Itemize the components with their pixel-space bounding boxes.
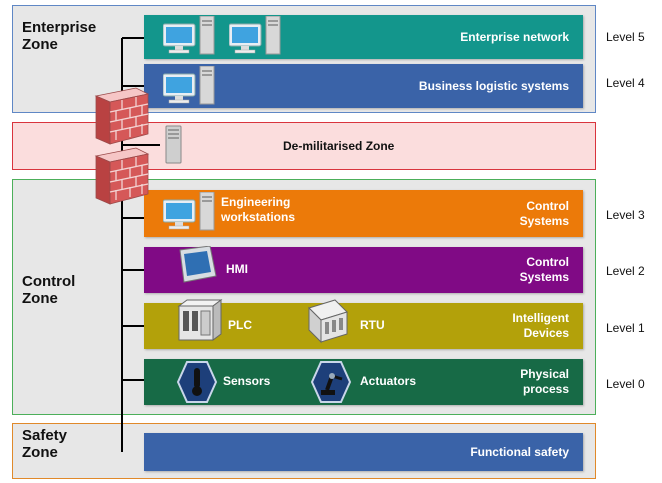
control-systems-label: Control Systems <box>519 255 569 284</box>
firewall-icon <box>94 87 150 145</box>
actuators-label: Actuators <box>360 374 417 388</box>
hmi-panel-icon <box>179 246 217 283</box>
server-icon <box>165 125 182 164</box>
physical-process-label: Physical process <box>520 367 569 396</box>
desktop-computer-icon <box>229 16 281 55</box>
enterprise-zone-label: Enterprise Zone <box>22 19 97 53</box>
level-1-label: Level 1 <box>606 321 645 335</box>
sensor-icon <box>176 361 218 403</box>
desktop-computer-icon <box>163 66 215 105</box>
functional-safety-band: Functional safety <box>144 433 583 471</box>
level-2-label: Level 2 <box>606 264 645 278</box>
engineering-workstations-label: Engineering workstations <box>221 195 296 224</box>
sensors-label: Sensors <box>223 374 271 388</box>
enterprise-network-band: Enterprise network <box>144 15 583 59</box>
control-systems-label: Control Systems <box>519 199 569 228</box>
physical-process-band: Sensors Actuators Physical process <box>144 359 583 405</box>
engineering-band: Engineering workstations Control Systems <box>144 190 583 237</box>
functional-safety-label: Functional safety <box>470 445 569 459</box>
desktop-computer-icon <box>163 192 215 231</box>
plc-label: PLC <box>228 318 252 332</box>
desktop-computer-icon <box>163 16 215 55</box>
rtu-label: RTU <box>360 318 385 332</box>
actuator-icon <box>310 361 352 403</box>
safety-zone-label: Safety Zone <box>22 427 68 461</box>
control-zone-label: Control Zone <box>22 273 76 307</box>
hmi-label: HMI <box>226 262 248 276</box>
level-5-label: Level 5 <box>606 30 645 44</box>
business-logistic-label: Business logistic systems <box>418 79 569 93</box>
rtu-device-icon <box>308 299 348 344</box>
enterprise-network-label: Enterprise network <box>460 30 569 44</box>
dmz-title: De-militarised Zone <box>283 139 395 153</box>
firewall-icon <box>94 147 150 205</box>
plc-device-icon <box>177 299 223 341</box>
business-logistic-band: Business logistic systems <box>144 64 583 108</box>
level-0-label: Level 0 <box>606 377 645 391</box>
level-4-label: Level 4 <box>606 76 645 90</box>
hmi-band: HMI Control Systems <box>144 247 583 293</box>
level-3-label: Level 3 <box>606 208 645 222</box>
intelligent-devices-label: Intelligent Devices <box>512 311 569 340</box>
